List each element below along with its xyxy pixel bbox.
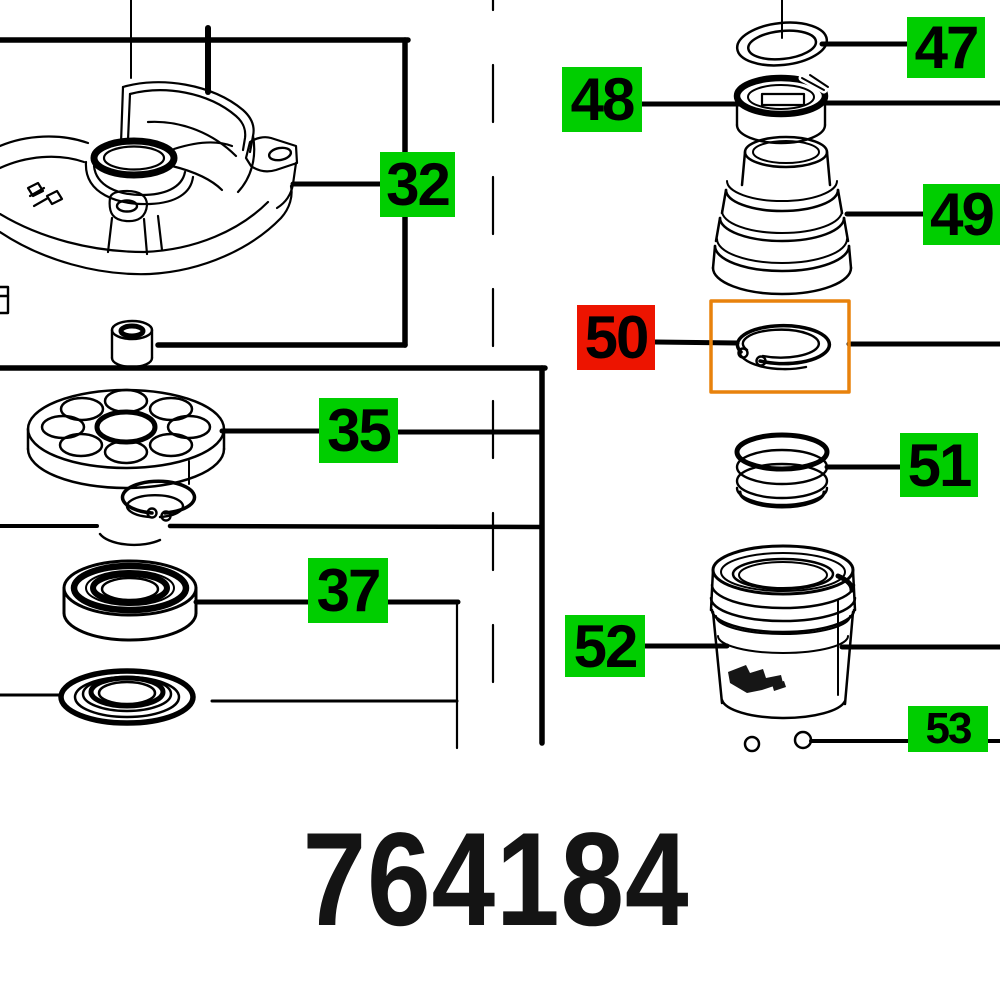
stepped-cone-drawing	[711, 135, 853, 296]
callout-49: 49	[923, 181, 1000, 248]
callout-35: 35	[319, 397, 398, 464]
o-ring-drawing	[735, 21, 829, 67]
leader-lines	[0, 41, 1000, 750]
slotted-ring-drawing	[733, 71, 832, 145]
washer-drawing	[58, 668, 196, 726]
callout-53: 53	[908, 704, 988, 753]
callout-51: 51	[900, 432, 978, 499]
bushing-drawing	[110, 319, 154, 369]
callout-52: 52	[565, 613, 645, 680]
callout-32: 32	[380, 151, 455, 218]
callout-50-highlighted: 50	[577, 304, 655, 371]
drawing-number: 764184	[302, 806, 690, 954]
molded-logo-mark	[728, 665, 783, 693]
highlight-box	[709, 299, 851, 394]
section-frame-lines	[0, 25, 548, 746]
screw-holes-drawing	[743, 730, 813, 753]
housing-drawing	[0, 81, 299, 276]
spring-drawing	[734, 432, 830, 509]
callout-37: 37	[308, 557, 388, 624]
snap-ring-drawing	[735, 323, 832, 371]
perforated-disc-drawing	[26, 388, 226, 490]
sleeve-drawing	[709, 544, 857, 720]
callout-47: 47	[907, 14, 985, 81]
circlip-drawing	[98, 479, 197, 547]
bearing-drawing	[62, 559, 198, 642]
callout-48: 48	[562, 66, 642, 133]
edge-clipped-part	[0, 285, 10, 315]
